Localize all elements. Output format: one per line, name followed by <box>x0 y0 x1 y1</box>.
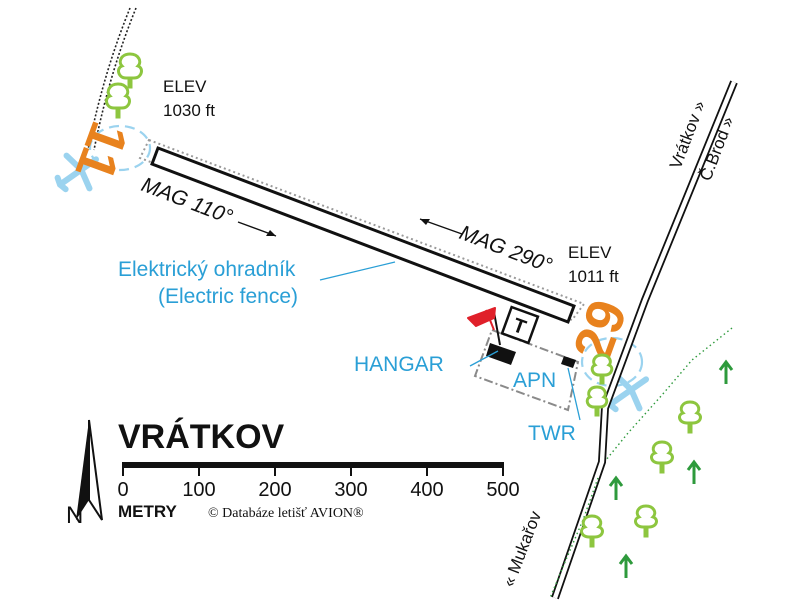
scale-tick-label: 100 <box>182 479 215 501</box>
heading-110-arrow <box>237 221 277 237</box>
tree-icon <box>634 504 658 538</box>
tree-icon <box>580 514 604 548</box>
windsock-icon <box>467 307 501 346</box>
tree-icon <box>117 52 143 89</box>
apron-label: APN <box>513 369 556 392</box>
north-arrow-icon: N <box>66 419 103 529</box>
copyright-text: © Databáze letišť AVION® <box>208 506 364 521</box>
conifer-icon <box>718 359 734 384</box>
tree-icon <box>585 385 609 417</box>
conifer-icon <box>608 475 624 500</box>
scale-tick-label: 400 <box>410 479 443 501</box>
airplane-icon <box>54 152 100 193</box>
fence-label-line1: Elektrický ohradník <box>118 258 296 281</box>
tree-icon <box>105 82 131 119</box>
conifer-icon <box>618 553 634 578</box>
signal-square: T <box>500 305 540 345</box>
tree-icon <box>650 440 674 474</box>
conifer-icon <box>686 459 702 484</box>
scale-tick-label: 0 <box>117 479 128 501</box>
heading-290-arrow <box>419 218 463 235</box>
scale-bar <box>122 462 504 476</box>
fence-label-line2: (Electric fence) <box>158 285 298 308</box>
tower-label: TWR <box>528 422 576 445</box>
elevation-east-value: 1011 ft <box>568 267 619 286</box>
scale-tick-label: 300 <box>334 479 367 501</box>
tree-icon <box>590 353 614 385</box>
scale-tick-label: 200 <box>258 479 291 501</box>
tree-icon <box>678 400 702 434</box>
scale-tick-label: 500 <box>486 479 519 501</box>
elevation-west-value: 1030 ft <box>163 101 215 120</box>
tower-building <box>561 356 581 421</box>
approach-circle-west <box>88 124 152 172</box>
hangar-building <box>469 343 516 367</box>
road-label-cbrod: Č.Brod » <box>696 114 738 183</box>
runway <box>150 146 576 324</box>
approach-circle-east <box>580 336 644 388</box>
road-label-mukarov: « Mukařov <box>499 508 545 589</box>
airfield-title: VRÁTKOV <box>118 418 285 456</box>
north-arrow-letter: N <box>66 502 83 529</box>
elevation-east-label: ELEV <box>568 243 612 262</box>
elevation-west-label: ELEV <box>163 77 207 96</box>
road <box>551 80 738 600</box>
electric-fence <box>138 138 586 322</box>
scale-unit-label: METRY <box>118 502 178 521</box>
hangar-label: HANGAR <box>354 353 444 376</box>
